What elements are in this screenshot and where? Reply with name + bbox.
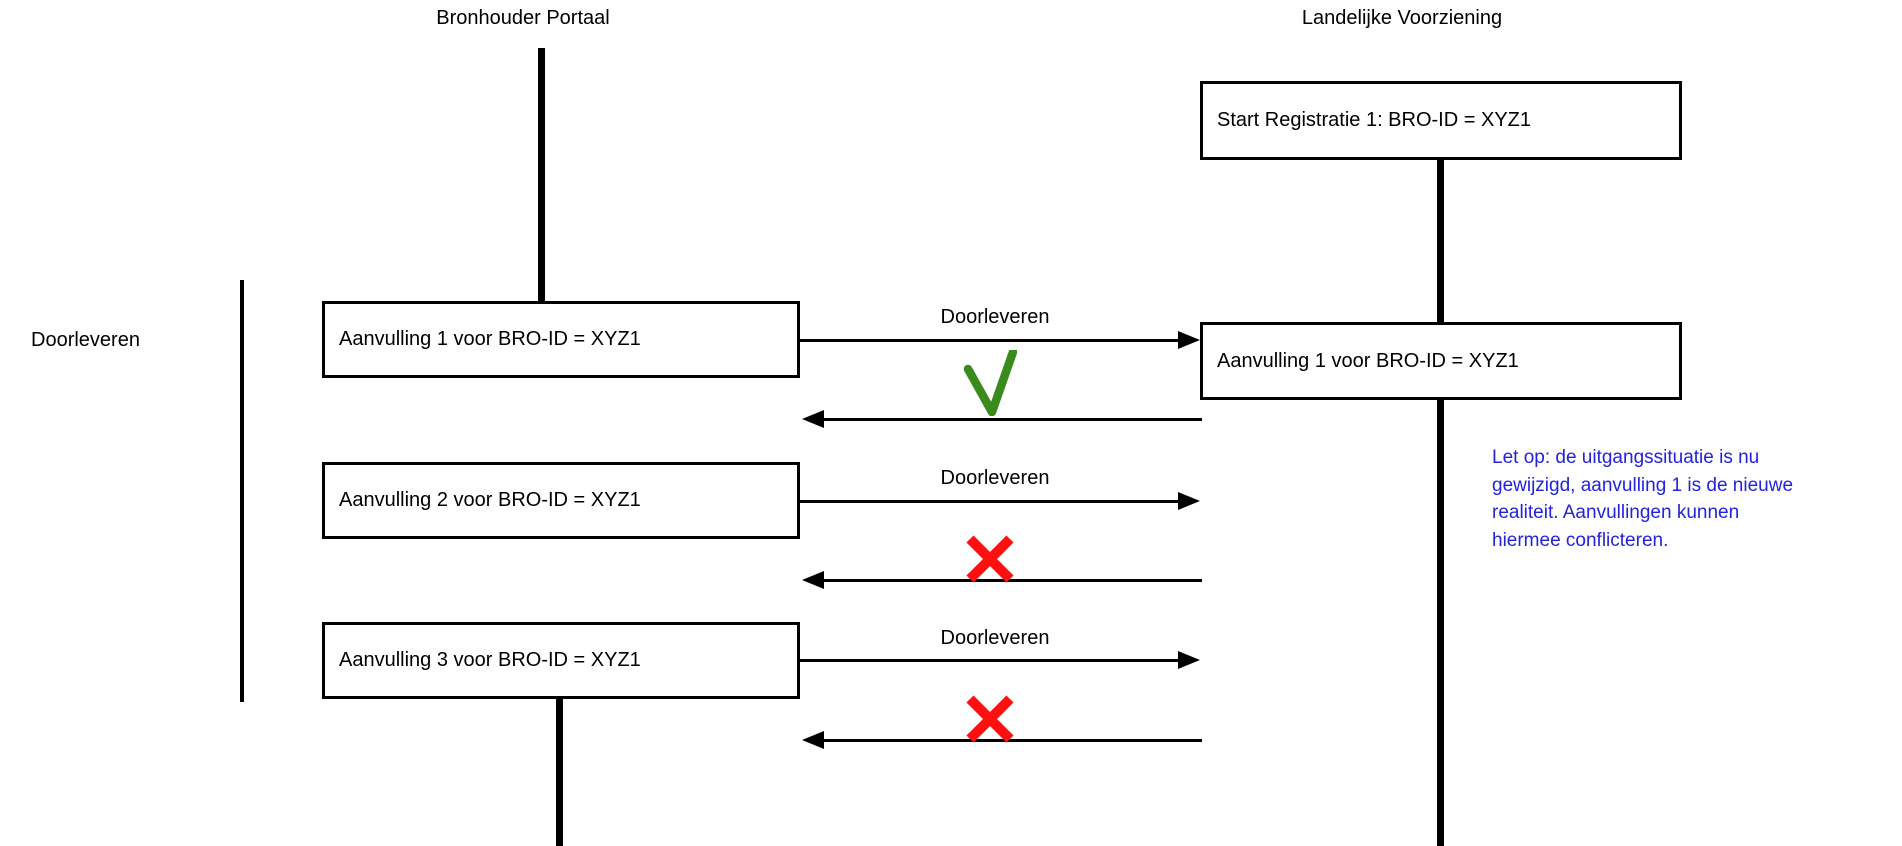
lifeline-left-bottom	[556, 699, 563, 846]
arrowhead-right-icon	[1178, 492, 1200, 510]
lifeline-left-top	[538, 48, 545, 301]
cross-stroke	[966, 535, 1014, 583]
start-registratie-box: Start Registratie 1: BRO-ID = XYZ1	[1200, 81, 1682, 160]
aanvulling-2-left-text: Aanvulling 2 voor BRO-ID = XYZ1	[339, 489, 641, 511]
arrow-shaft	[800, 339, 1186, 342]
aanvulling-1-right-text: Aanvulling 1 voor BRO-ID = XYZ1	[1217, 349, 1519, 372]
aanvulling-1-left-box: Aanvulling 1 voor BRO-ID = XYZ1	[322, 301, 800, 378]
cross-stroke	[966, 695, 1014, 743]
start-registratie-text: Start Registratie 1: BRO-ID = XYZ1	[1217, 109, 1531, 131]
reject-cross-icon	[966, 535, 1014, 583]
arrowhead-right-icon	[1178, 651, 1200, 669]
lane-title-bronhouder-portaal: Bronhouder Portaal	[436, 7, 610, 29]
return-arrow-3	[802, 731, 1202, 750]
doorleveren-group-bracket	[240, 280, 244, 702]
lane-title-landelijke-voorziening: Landelijke Voorziening	[1301, 7, 1503, 29]
arrow-shaft	[816, 418, 1202, 421]
lifeline-right-middle	[1437, 160, 1444, 322]
aanvulling-1-left-text: Aanvulling 1 voor BRO-ID = XYZ1	[339, 328, 641, 350]
warning-note: Let op: de uitgangssituatie is nu gewijz…	[1492, 447, 1794, 551]
arrowhead-left-icon	[802, 571, 824, 589]
doorleveren-arrow-1	[800, 331, 1200, 350]
doorleveren-arrow-2	[800, 492, 1200, 511]
doorleveren-arrow-label-1: Doorleveren	[940, 306, 1050, 328]
arrowhead-right-icon	[1178, 331, 1200, 349]
arrowhead-left-icon	[802, 731, 824, 749]
aanvulling-3-left-text: Aanvulling 3 voor BRO-ID = XYZ1	[339, 649, 641, 671]
return-arrow-2	[802, 571, 1202, 590]
arrow-shaft	[816, 739, 1202, 742]
doorleveren-arrow-label-2: Doorleveren	[940, 467, 1050, 489]
doorleveren-arrow-3	[800, 651, 1200, 670]
checkmark-icon	[963, 350, 1017, 416]
arrowhead-left-icon	[802, 410, 824, 428]
doorleveren-group-label: Doorleveren	[31, 329, 140, 351]
lifeline-right-bottom	[1437, 400, 1444, 846]
aanvulling-3-left-box: Aanvulling 3 voor BRO-ID = XYZ1	[322, 622, 800, 699]
aanvulling-1-right-box: Aanvulling 1 voor BRO-ID = XYZ1	[1200, 322, 1682, 400]
checkmark-stroke	[963, 350, 1017, 416]
arrow-shaft	[800, 659, 1186, 662]
reject-cross-icon	[966, 695, 1014, 743]
arrow-shaft	[800, 500, 1186, 503]
arrow-shaft	[816, 579, 1202, 582]
aanvulling-2-left-box: Aanvulling 2 voor BRO-ID = XYZ1	[322, 462, 800, 539]
doorleveren-arrow-label-3: Doorleveren	[940, 627, 1050, 649]
return-arrow-1	[802, 410, 1202, 429]
